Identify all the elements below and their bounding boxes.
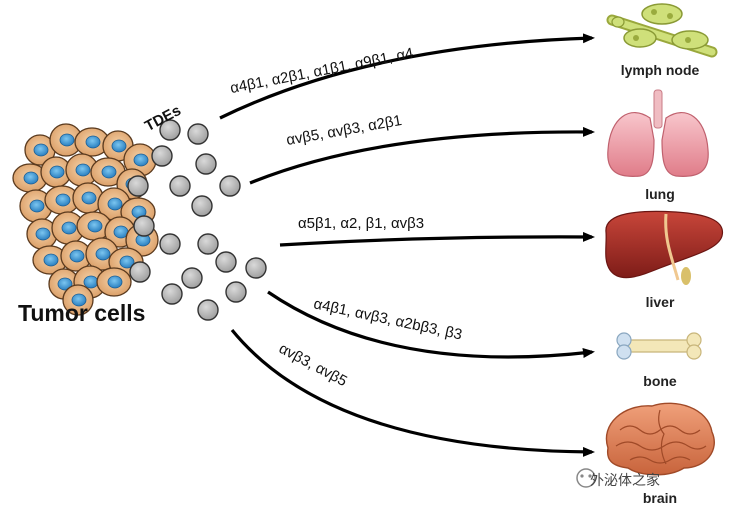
tumor-cell bbox=[90, 157, 126, 187]
organ-label-lymph-node: lymph node bbox=[620, 62, 700, 78]
tde-vesicles bbox=[127, 119, 267, 321]
tde-vesicle bbox=[219, 175, 241, 197]
tde-vesicle bbox=[215, 251, 237, 273]
organ-label-bone: bone bbox=[643, 373, 677, 389]
arrow-lung bbox=[249, 126, 595, 185]
tde-vesicle bbox=[151, 145, 173, 167]
tde-vesicle bbox=[181, 267, 203, 289]
tde-vesicle bbox=[129, 261, 151, 283]
tde-vesicle bbox=[159, 119, 181, 141]
tumor-cells-title: Tumor cells bbox=[18, 300, 146, 326]
tumor-cell bbox=[32, 245, 68, 275]
liver-icon bbox=[605, 210, 724, 285]
integrins-liver: α5β1, α2, β1, αvβ3 bbox=[298, 215, 425, 232]
watermark-logo-icon bbox=[576, 468, 596, 488]
arrow-bone bbox=[267, 290, 595, 359]
tde-vesicle bbox=[127, 175, 149, 197]
tumor-cell bbox=[49, 123, 83, 157]
tde-vesicle bbox=[225, 281, 247, 303]
tde-vesicle bbox=[161, 283, 183, 305]
tde-vesicle bbox=[169, 175, 191, 197]
lymph-node-icon bbox=[606, 3, 718, 58]
tde-vesicle bbox=[187, 123, 209, 145]
tumor-cell bbox=[62, 284, 94, 316]
bone-icon bbox=[616, 332, 702, 360]
arrow-brain bbox=[230, 328, 595, 457]
tde-vesicle bbox=[197, 299, 219, 321]
tde-vesicle bbox=[197, 233, 219, 255]
arrow-lymph-node bbox=[219, 33, 595, 120]
tumor-cell bbox=[19, 189, 53, 223]
tumor-cell-cluster bbox=[12, 123, 159, 316]
pathway-arrows bbox=[219, 33, 595, 457]
organ-label-liver: liver bbox=[645, 294, 675, 310]
tde-vesicle bbox=[159, 233, 181, 255]
organ-label-brain: brain bbox=[642, 490, 678, 506]
tde-vesicle bbox=[191, 195, 213, 217]
lung-icon bbox=[607, 89, 709, 177]
tumor-cell bbox=[96, 267, 132, 297]
tumor-cell bbox=[74, 127, 110, 157]
organ-label-lung: lung bbox=[645, 186, 675, 202]
watermark-text: 外泌体之家 bbox=[590, 472, 660, 488]
brain-icon bbox=[605, 402, 715, 476]
tde-vesicle bbox=[195, 153, 217, 175]
arrow-liver bbox=[279, 231, 595, 247]
tde-vesicle bbox=[133, 215, 155, 237]
tumor-cell bbox=[72, 182, 104, 214]
tde-vesicle bbox=[245, 257, 267, 279]
tumor-cell bbox=[60, 240, 92, 272]
